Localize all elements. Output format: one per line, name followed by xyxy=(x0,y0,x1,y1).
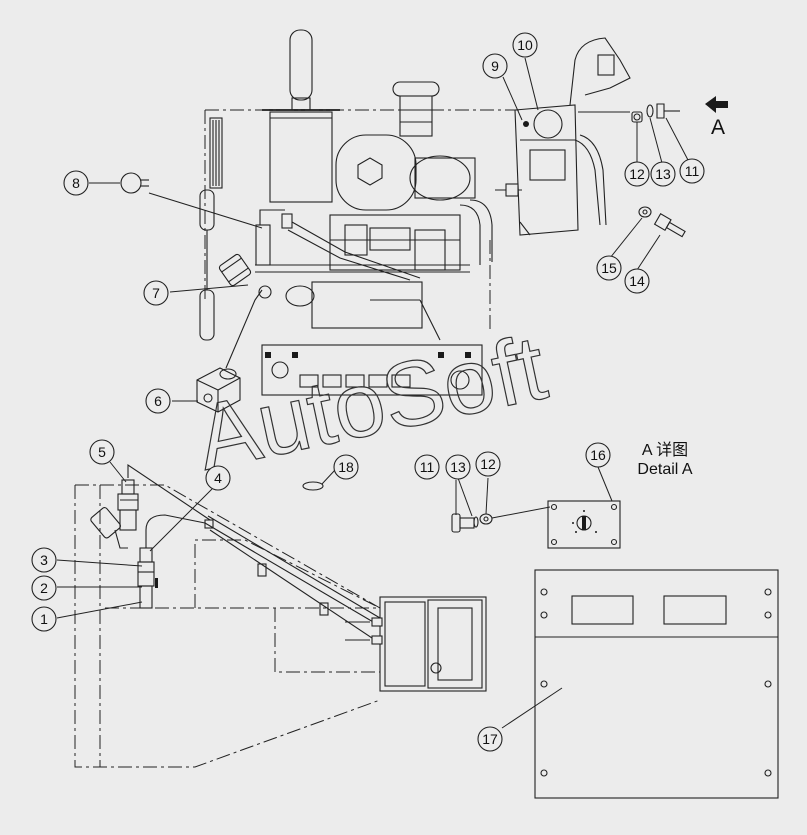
detail-callout-11: 11 xyxy=(414,454,440,480)
callout-10-label: 10 xyxy=(517,37,533,53)
callout-14-label: 14 xyxy=(629,273,645,289)
fuel-line-assembly xyxy=(74,463,487,768)
callout-8-label: 8 xyxy=(72,175,80,191)
callout-2: 2 xyxy=(31,575,57,601)
callout-1-label: 1 xyxy=(40,611,48,627)
control-box-assembly xyxy=(495,37,631,236)
callout-16-label: 16 xyxy=(590,447,606,463)
callout-15: 15 xyxy=(596,255,622,281)
callout-2-label: 2 xyxy=(40,580,48,596)
part-6-solenoid xyxy=(196,289,263,413)
callout-13-label: 13 xyxy=(655,166,671,182)
callout-17: 17 xyxy=(477,726,503,752)
callout-7: 7 xyxy=(143,280,169,306)
callout-6-label: 6 xyxy=(154,393,162,409)
detail-callout-11-label: 11 xyxy=(420,459,435,475)
panel-17 xyxy=(534,569,779,799)
detail-title-en: Detail A xyxy=(637,461,692,478)
callout-11: 11 xyxy=(679,158,705,184)
detail-callout-13: 13 xyxy=(445,454,471,480)
callout-12-label: 12 xyxy=(629,166,645,182)
callout-4: 4 xyxy=(205,465,231,491)
callout-3-label: 3 xyxy=(40,552,48,568)
detail-callout-12-label: 12 xyxy=(480,456,496,472)
callout-18-label: 18 xyxy=(338,459,354,475)
callout-9-label: 9 xyxy=(491,58,499,74)
callout-4-label: 4 xyxy=(214,470,222,486)
view-arrow-label: A xyxy=(711,116,725,139)
callout-13: 13 xyxy=(650,161,676,187)
callout-5: 5 xyxy=(89,439,115,465)
detail-a: A 详图 Detail A xyxy=(451,441,693,549)
callout-6: 6 xyxy=(145,388,171,414)
callout-7-label: 7 xyxy=(152,285,160,301)
callout-3: 3 xyxy=(31,547,57,573)
callout-9: 9 xyxy=(482,53,508,79)
callout-14: 14 xyxy=(624,268,650,294)
engine-assembly xyxy=(199,29,520,396)
callout-12: 12 xyxy=(624,161,650,187)
callout-15-label: 15 xyxy=(601,260,617,276)
detail-callout-12: 12 xyxy=(475,451,501,477)
callout-17-label: 17 xyxy=(482,731,498,747)
callout-8: 8 xyxy=(63,170,89,196)
detail-callout-13-label: 13 xyxy=(450,459,466,475)
callout-5-label: 5 xyxy=(98,444,106,460)
callout-1: 1 xyxy=(31,606,57,632)
callout-10: 10 xyxy=(512,32,538,58)
leader-lines xyxy=(56,57,689,729)
callout-16: 16 xyxy=(585,442,611,468)
view-arrow: A xyxy=(705,96,728,139)
callout-18: 18 xyxy=(333,454,359,480)
callout-11-label: 11 xyxy=(685,163,700,179)
detail-title-cn: A 详图 xyxy=(642,441,688,459)
